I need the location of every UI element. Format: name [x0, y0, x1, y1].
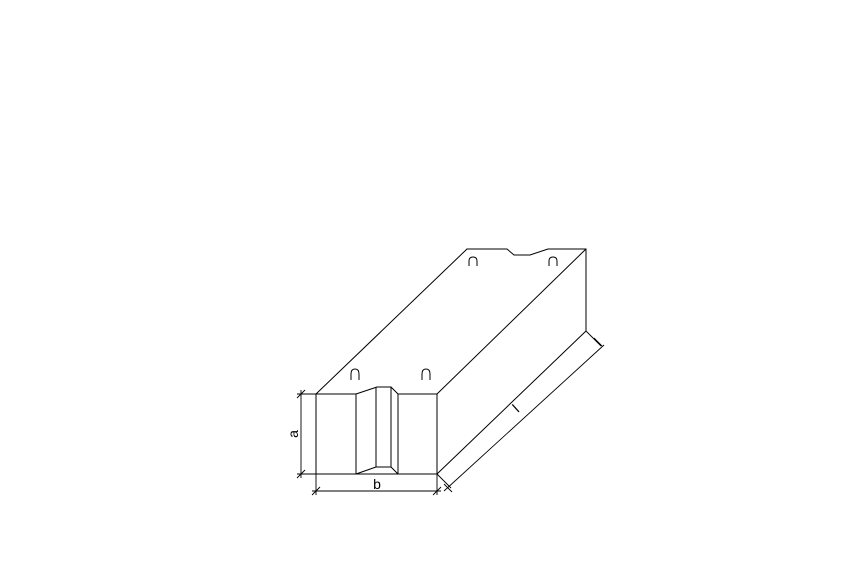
front-face-top-profile — [315, 386, 438, 395]
dimension-l-line — [443, 344, 605, 492]
lifting-loop-icon — [350, 368, 360, 380]
dimension-a-tick-top — [296, 389, 306, 399]
lifting-loop-icon — [421, 368, 431, 380]
top-face-back-profile — [466, 248, 587, 256]
dimension-l-label: l — [509, 401, 522, 415]
dimension-b: b — [311, 474, 442, 496]
front-face-bottom-profile — [355, 466, 399, 475]
dimension-l-ext-front — [436, 473, 452, 489]
lifting-loop-icon — [468, 256, 478, 266]
top-face-right-edge — [436, 248, 587, 395]
side-face-bottom-edge — [436, 330, 587, 475]
lifting-loop-icon — [548, 256, 558, 266]
dimension-b-label: b — [373, 476, 381, 492]
dimension-a-tick-bottom — [296, 469, 306, 479]
dimension-b-tick-left — [311, 486, 321, 496]
dimension-l-ext-back — [585, 330, 602, 347]
dimension-a-label: a — [285, 430, 301, 438]
lifting-loops — [350, 256, 558, 380]
block-body — [315, 248, 587, 475]
dimension-l-tick-back — [593, 337, 603, 347]
dimension-l: l — [436, 330, 605, 493]
top-face-left-edge — [315, 248, 468, 395]
dimension-l-tick-front — [443, 483, 453, 493]
dimension-b-tick-right — [432, 486, 442, 496]
dimension-a: a — [285, 389, 316, 479]
